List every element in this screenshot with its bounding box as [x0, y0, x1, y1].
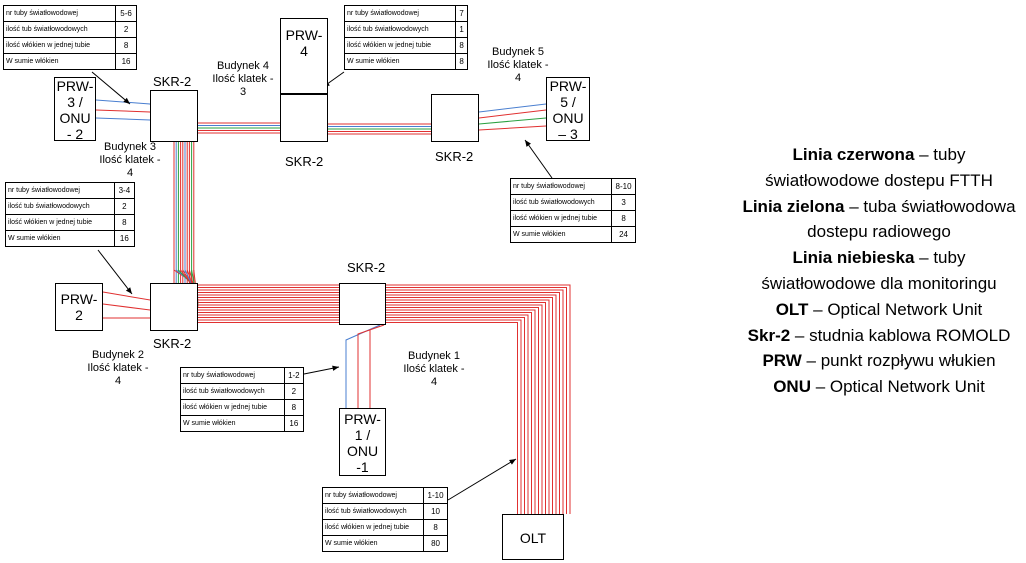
prw5-onu3-box: [546, 77, 590, 141]
callout-arrow-t1: [91, 71, 131, 105]
prw2-box: [55, 283, 103, 331]
skr-box-4: [150, 283, 198, 331]
building-3-label: Budynek 3 Ilość klatek - 4: [99, 141, 161, 179]
prw1-onu1-label: PRW- 1 / ONU -1: [344, 411, 381, 475]
cable-61: [357, 324, 385, 408]
cable-37: [198, 299, 550, 514]
skr-label-2: SKR-2: [285, 154, 324, 169]
skr-label-5: SKR-2: [347, 260, 386, 275]
cable-38: [198, 302, 546, 514]
skr-box-2: [280, 94, 328, 142]
skr-label-4: SKR-2: [153, 336, 192, 351]
prw4-label: PRW- 4: [285, 27, 323, 59]
cable-34: [198, 292, 560, 514]
cable-41: [198, 309, 536, 514]
olt-box: [502, 514, 564, 560]
legend-item: Linia niebieska – tuby światłowodowe dla…: [761, 248, 997, 293]
callout-arrow-t5-head: [332, 365, 339, 371]
prw1-onu1-box: [339, 408, 386, 476]
callout-arrow-t6-head: [509, 459, 516, 465]
prw3-onu2-label: PRW- 3 / ONU - 2: [56, 78, 94, 142]
skr-box-1: [150, 90, 198, 142]
callout-arrow-t4-head: [525, 140, 531, 147]
callout-arrow-t3: [97, 249, 133, 295]
legend-item: Skr-2 – studnia kablowa ROMOLD: [747, 325, 1011, 345]
cable-32: [198, 287, 567, 514]
cable-33: [198, 289, 564, 514]
cable-31: [198, 284, 571, 514]
building-1-label: Budynek 1 Ilość klatek - 4: [403, 350, 465, 388]
building-5-label: Budynek 5 Ilość klatek - 4: [487, 46, 549, 84]
cable-42: [198, 312, 532, 514]
prw2-label: PRW- 2: [60, 291, 98, 323]
legend-item: ONU – Optical Network Unit: [773, 377, 985, 397]
cable-24: [478, 125, 547, 131]
cable-22: [478, 109, 547, 119]
cable-36: [198, 297, 553, 514]
callout-arrow-t4: [524, 139, 553, 179]
cable-21: [478, 103, 547, 113]
callout-arrow-t6: [447, 458, 517, 501]
cable-45: [198, 319, 522, 514]
cable-39: [198, 304, 543, 514]
cable-60: [345, 324, 381, 408]
legend: Linia czerwona – tuby światłowodowe dost…: [740, 142, 1018, 400]
legend-item: PRW – punkt rozpływu włukien: [762, 351, 996, 371]
cable-44: [198, 317, 525, 514]
legend-item: OLT – Optical Network Unit: [775, 299, 983, 319]
prw4-box: [280, 18, 328, 94]
prw5-onu3-label: PRW- 5 / ONU – 3: [549, 78, 587, 142]
olt-label: OLT: [519, 530, 547, 546]
cable-35: [198, 294, 557, 514]
callout-arrow-t3-head: [125, 287, 132, 294]
legend-item: Linia zielona – tuba światłowodowa doste…: [742, 196, 1016, 242]
building-4-label: Budynek 4 Ilość klatek - 3: [212, 60, 274, 98]
skr-box-3: [431, 94, 479, 142]
cable-40: [198, 307, 539, 514]
cable-46: [198, 322, 518, 514]
skr-label-1: SKR-2: [153, 74, 192, 89]
callout-arrow-t1-head: [123, 97, 130, 104]
legend-item: Linia czerwona – tuby światłowodowe dost…: [765, 145, 993, 190]
skr-box-5: [339, 283, 386, 325]
prw3-onu2-box: [54, 77, 96, 141]
cable-43: [198, 314, 529, 514]
skr-label-3: SKR-2: [435, 149, 474, 164]
building-2-label: Budynek 2 Ilość klatek - 4: [87, 349, 149, 387]
cable-23: [478, 117, 547, 125]
cable-routes: [95, 60, 571, 514]
